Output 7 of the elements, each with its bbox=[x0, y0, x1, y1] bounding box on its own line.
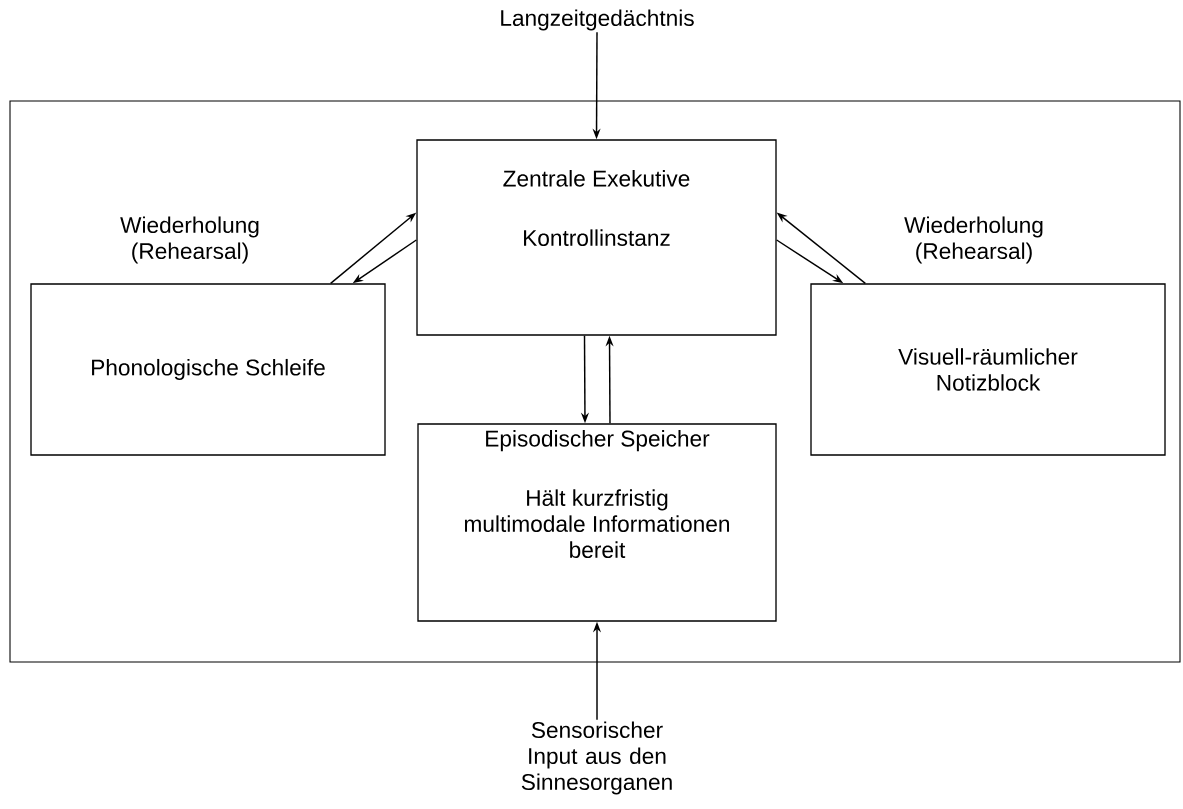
text-label: Sensorischer Input aus den Sinnesorganen bbox=[521, 721, 672, 795]
process-box: Phonologische Schleife bbox=[30, 283, 386, 456]
process-box: Visuell-räumlicher Notizblock bbox=[810, 283, 1166, 456]
text-label: Langzeitgedächtnis bbox=[501, 9, 694, 31]
outer-frame bbox=[9, 100, 1181, 663]
process-box: Episodischer Speicher Hält kurzfristig multimodale Informationen bereit bbox=[417, 423, 777, 622]
process-box: Zentrale Exekutive Kontrollinstanz bbox=[416, 139, 777, 336]
